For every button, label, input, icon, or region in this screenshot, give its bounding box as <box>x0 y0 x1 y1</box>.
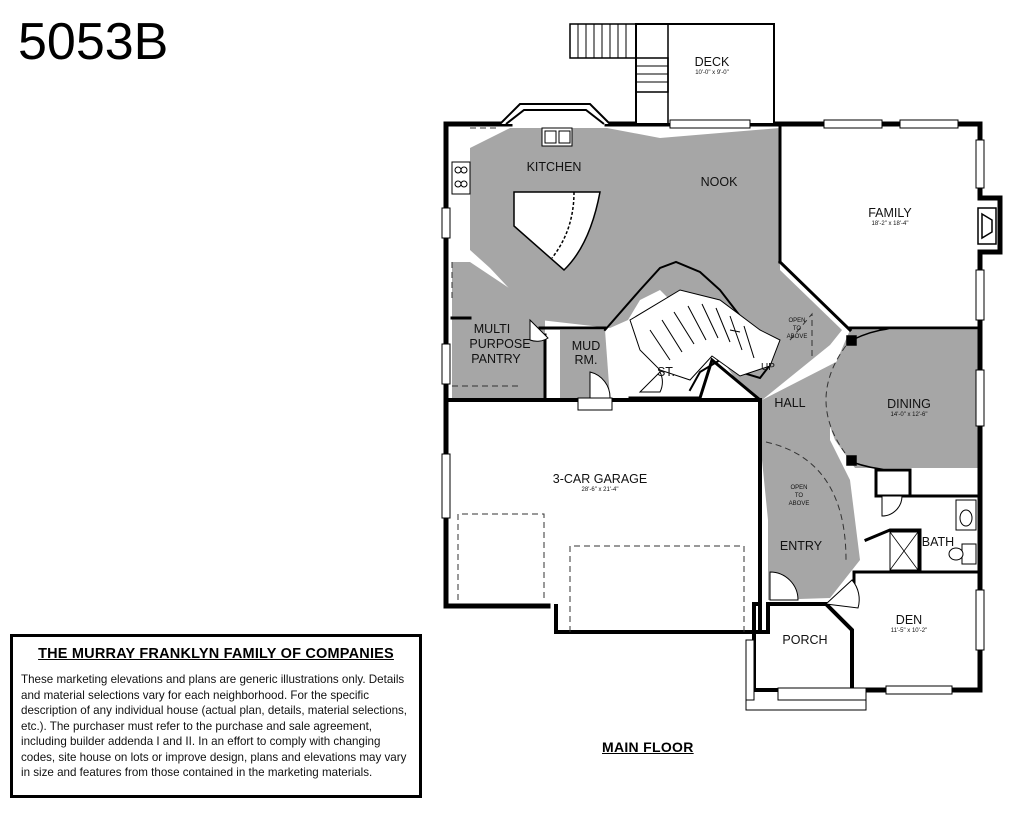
label-stair-open-1: OPEN <box>788 318 805 324</box>
room-label-mud-1: MUD <box>572 339 600 353</box>
label-stair-up: UP <box>761 362 775 373</box>
room-dims-den: 11'-5" x 10'-2" <box>891 628 927 634</box>
garage-door-right <box>569 545 745 632</box>
door-den <box>824 579 860 609</box>
room-label-den: DEN <box>896 613 922 627</box>
door-st <box>638 371 663 393</box>
column-icon <box>846 455 857 466</box>
room-label-pantry-1: MULTI <box>474 322 511 336</box>
room-dims-dining: 14'-0" x 12'-6" <box>891 412 928 418</box>
door-bath <box>881 495 903 517</box>
room-label-family: FAMILY <box>868 206 912 220</box>
porch-steps <box>745 639 867 711</box>
room-label-deck: DECK <box>695 55 730 69</box>
door-pantry <box>529 318 549 342</box>
windows <box>441 119 985 695</box>
main-staircase <box>629 289 781 381</box>
label-entry-open-1: OPEN <box>790 485 807 491</box>
kitchen-bay-window <box>499 103 611 125</box>
disclaimer-title: THE MURRAY FRANKLYN FAMILY OF COMPANIES <box>38 646 394 662</box>
label-stair-open-2: TO <box>793 326 802 332</box>
disclaimer-box: THE MURRAY FRANKLYN FAMILY OF COMPANIES … <box>10 634 422 798</box>
dashed-outlines <box>451 127 853 632</box>
label-entry-open-2: TO <box>795 493 804 499</box>
room-label-porch: PORCH <box>782 633 827 647</box>
kitchen-island <box>513 191 601 272</box>
room-label-nook: NOOK <box>701 175 738 189</box>
pantry-shade <box>452 262 545 398</box>
stair-open-arc <box>789 312 813 360</box>
dining-arch <box>846 327 913 472</box>
floor-label: MAIN FLOOR <box>602 739 694 755</box>
label-stair-open-3: ABOVE <box>787 334 808 340</box>
room-dims-deck: 10'-0" x 9'-0" <box>695 70 729 76</box>
sink-icon <box>541 127 573 147</box>
room-dims-garage: 28'-6" x 21'-4" <box>582 487 619 493</box>
room-label-mud-2: RM. <box>575 353 598 367</box>
deck-stairs <box>569 23 669 93</box>
garage-door-left <box>457 513 545 600</box>
door-mud <box>589 371 611 399</box>
wall-west <box>443 121 551 609</box>
fireplace <box>977 207 997 245</box>
hall-entry-shade <box>762 360 860 600</box>
label-entry-open-3: ABOVE <box>789 501 810 507</box>
room-label-bath: BATH <box>922 535 954 549</box>
room-label-garage: 3-CAR GARAGE <box>553 472 647 486</box>
door-swings <box>529 318 903 609</box>
bath-fixtures <box>889 499 977 571</box>
room-labels: DECK 10'-0" x 9'-0" KITCHEN NOOK FAMILY … <box>469 55 954 647</box>
disclaimer-body: These marketing elevations and plans are… <box>21 673 408 779</box>
room-label-dining: DINING <box>887 397 931 411</box>
dining-shade <box>820 330 978 468</box>
room-label-st: ST. <box>657 365 675 379</box>
range-icon <box>451 161 471 195</box>
room-label-pantry-3: PANTRY <box>471 352 521 366</box>
column-icon <box>846 335 857 346</box>
plan-number: 5053B <box>18 13 169 71</box>
door-entry <box>769 571 799 601</box>
room-label-hall: HALL <box>774 396 805 410</box>
room-label-kitchen: KITCHEN <box>527 160 582 174</box>
entry-arc <box>765 441 847 561</box>
room-label-pantry-2: PURPOSE <box>469 337 530 351</box>
room-label-entry: ENTRY <box>780 539 823 553</box>
room-dims-family: 18'-2" x 18'-4" <box>872 221 909 227</box>
